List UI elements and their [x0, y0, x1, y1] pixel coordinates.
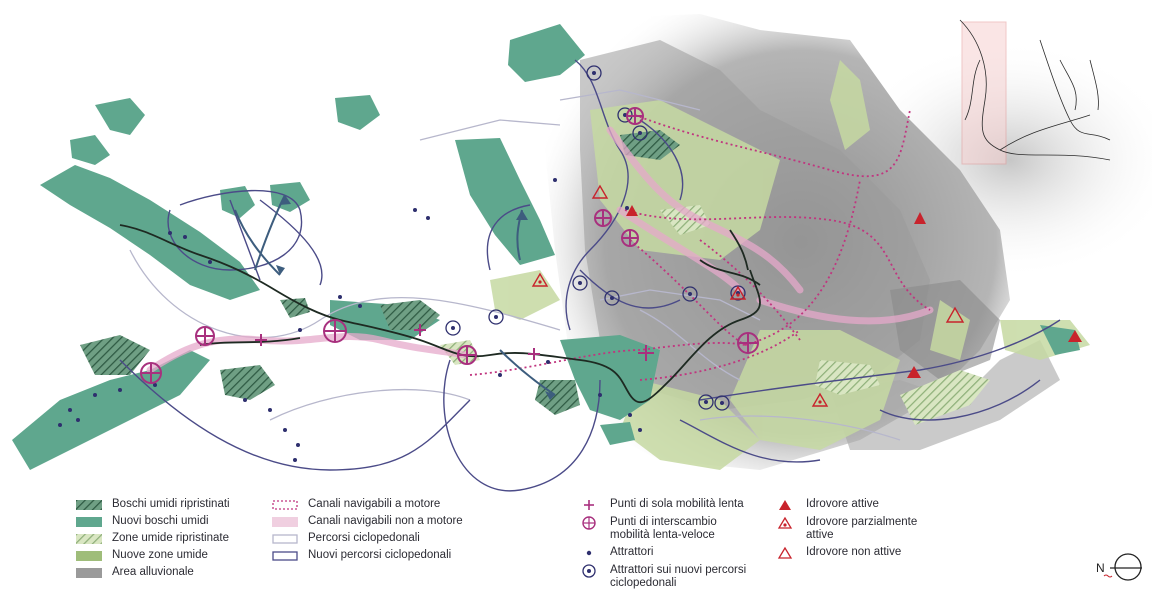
legend-item: Nuovi percorsi ciclopedonali — [272, 549, 463, 562]
hatch-dark-swatch-icon — [76, 500, 102, 510]
legend-item: Area alluvionale — [76, 566, 230, 579]
pump-stations — [531, 184, 1082, 407]
attractors-new-paths — [445, 65, 746, 411]
north-label: N — [1096, 561, 1105, 575]
legend-mobility: Punti di sola mobilità lenta Punti di in… — [580, 498, 780, 594]
circle-dot-icon — [582, 564, 596, 578]
legend-item: Nuove zone umide — [76, 549, 230, 562]
new-bike-path-swatch-icon — [272, 551, 298, 561]
legend-item: Canali navigabili a motore — [272, 498, 463, 511]
legend-item: Zone umide ripristinate — [76, 532, 230, 545]
plus-icon — [584, 500, 594, 510]
triangle-empty-icon — [777, 546, 793, 559]
interchange-points — [140, 107, 759, 384]
legend-item: Idrovore attive — [776, 498, 936, 512]
legend-label: Punti di interscambio mobilità lenta-vel… — [610, 516, 717, 541]
legend-label: Zone umide ripristinate — [112, 532, 229, 544]
inset-locator-map — [959, 19, 1111, 165]
hatch-light-swatch-icon — [76, 534, 102, 544]
legend-label: Idrovore non attive — [806, 546, 902, 558]
legend-label: Nuovi boschi umidi — [112, 515, 209, 527]
solid-green-swatch-icon — [76, 517, 102, 527]
legend-item: Idrovore non attive — [776, 546, 936, 560]
legend-label: Canali navigabili non a motore — [308, 515, 463, 527]
circle-plus-icon — [582, 516, 596, 530]
legend-item: Idrovore parzialmente attive — [776, 516, 936, 542]
legend-item: Canali navigabili non a motore — [272, 515, 463, 528]
dotted-canal-swatch-icon — [272, 500, 298, 510]
triangle-partial-icon — [777, 516, 793, 529]
legend-item: Punti di sola mobilità lenta — [580, 498, 780, 512]
new-bike-paths — [119, 59, 1061, 492]
legend-label: Idrovore parzialmente attive — [806, 516, 918, 541]
legend-item: Attrattori sui nuovi percorsi ciclopedon… — [580, 564, 780, 590]
triangle-filled-icon — [779, 500, 791, 510]
legend-label: Canali navigabili a motore — [308, 498, 441, 510]
grey-swatch-icon — [76, 568, 102, 578]
legend-label: Nuove zone umide — [112, 549, 208, 561]
legend-item: Boschi umidi ripristinati — [76, 498, 230, 511]
legend-item: Percorsi ciclopedonali — [272, 532, 463, 545]
dot-icon — [586, 550, 592, 556]
connection-arrows — [234, 194, 556, 400]
slow-mobility-points — [255, 324, 654, 361]
legend-label: Boschi umidi ripristinati — [112, 498, 230, 510]
legend-label: Percorsi ciclopedonali — [308, 532, 420, 544]
legend-land-cover: Boschi umidi ripristinati Nuovi boschi u… — [76, 498, 230, 583]
legend-item: Attrattori — [580, 546, 780, 560]
legend-item: Punti di interscambio mobilità lenta-vel… — [580, 516, 780, 542]
solid-light-swatch-icon — [76, 551, 102, 561]
north-arrow-icon — [1103, 553, 1142, 581]
soft-pink-canal-swatch-icon — [272, 517, 298, 527]
legend-canals-paths: Canali navigabili a motore Canali naviga… — [272, 498, 463, 566]
new-wet-forests — [12, 24, 1080, 470]
legend-label: Area alluvionale — [112, 566, 194, 578]
legend-item: Nuovi boschi umidi — [76, 515, 230, 528]
legend-label: Attrattori sui nuovi percorsi ciclopedon… — [610, 564, 747, 589]
north-arrow: N — [1096, 552, 1146, 586]
legend-pumps: Idrovore attive Idrovore parzialmente at… — [776, 498, 936, 564]
legend-label: Idrovore attive — [806, 498, 879, 510]
legend-label: Attrattori — [610, 546, 654, 558]
bike-path-swatch-icon — [272, 534, 298, 544]
existing-bike-paths — [129, 89, 901, 441]
legend-label: Punti di sola mobilità lenta — [610, 498, 744, 510]
attractors — [58, 178, 724, 462]
legend-label: Nuovi percorsi ciclopedonali — [308, 549, 452, 561]
